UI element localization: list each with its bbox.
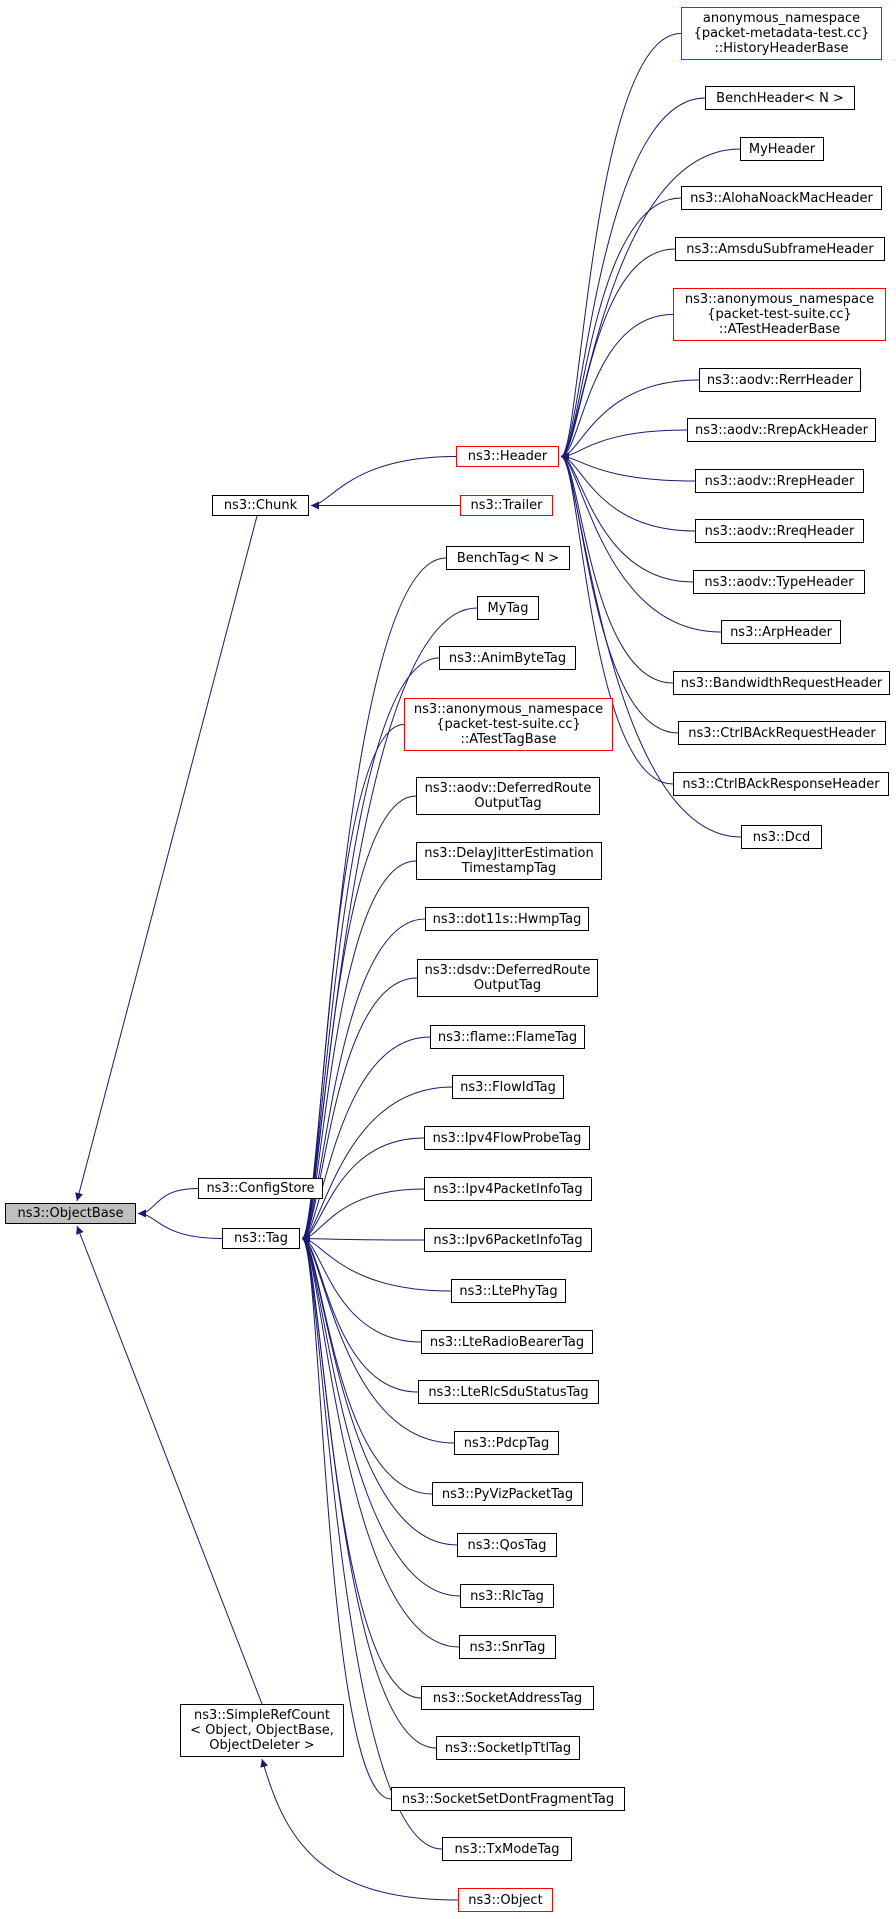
- edge-objectbase-simplerefcount: [76, 1225, 263, 1705]
- node-bandwidth-request-header[interactable]: ns3::BandwidthRequestHeader: [673, 671, 890, 695]
- edge-header-5: [560, 314, 674, 461]
- node-snr-tag[interactable]: ns3::SnrTag: [459, 1635, 556, 1659]
- node-flow-id-tag[interactable]: ns3::FlowIdTag: [452, 1075, 564, 1099]
- node-pyviz-packet-tag[interactable]: ns3::PyVizPacketTag: [432, 1482, 583, 1506]
- node-ctrl-back-response-header[interactable]: ns3::CtrlBAckResponseHeader: [673, 772, 889, 796]
- node-arp-header[interactable]: ns3::ArpHeader: [721, 620, 841, 644]
- node-ipv4-flow-probe-tag[interactable]: ns3::Ipv4FlowProbeTag: [424, 1126, 590, 1150]
- node-bench-header[interactable]: BenchHeader< N >: [705, 86, 855, 110]
- node-bench-tag[interactable]: BenchTag< N >: [446, 546, 570, 570]
- node-dot11s-hwmp-tag[interactable]: ns3::dot11s::HwmpTag: [425, 907, 589, 931]
- node-history-header-base[interactable]: anonymous_namespace {packet-metadata-tes…: [681, 7, 882, 60]
- edge-tag-5: [301, 860, 417, 1243]
- node-socket-address-tag[interactable]: ns3::SocketAddressTag: [421, 1686, 594, 1710]
- edge-simplerefcount-object: [260, 1758, 459, 1901]
- node-ipv6-packet-info-tag[interactable]: ns3::Ipv6PacketInfoTag: [424, 1228, 592, 1252]
- node-aodv-rrep-header[interactable]: ns3::aodv::RrepHeader: [695, 469, 864, 493]
- node-lte-phy-tag[interactable]: ns3::LtePhyTag: [451, 1279, 566, 1303]
- node-flame-flame-tag[interactable]: ns3::flame::FlameTag: [430, 1025, 585, 1049]
- node-dsdv-deferred-route-output-tag[interactable]: ns3::dsdv::DeferredRoute OutputTag: [417, 959, 598, 997]
- node-tag[interactable]: ns3::Tag: [222, 1228, 300, 1249]
- node-lte-rlc-sdu-status-tag[interactable]: ns3::LteRlcSduStatusTag: [418, 1380, 599, 1404]
- node-simple-ref-count[interactable]: ns3::SimpleRefCount < Object, ObjectBase…: [180, 1704, 344, 1757]
- node-rlc-tag[interactable]: ns3::RlcTag: [460, 1584, 554, 1608]
- node-ipv4-packet-info-tag[interactable]: ns3::Ipv4PacketInfoTag: [424, 1177, 592, 1201]
- edge-header-10: [560, 452, 694, 583]
- edge-header-15: [560, 452, 742, 838]
- node-dcd[interactable]: ns3::Dcd: [741, 825, 822, 849]
- node-socket-set-dont-fragment-tag[interactable]: ns3::SocketSetDontFragmentTag: [391, 1787, 625, 1811]
- node-object[interactable]: ns3::Object: [458, 1888, 553, 1912]
- node-header[interactable]: ns3::Header: [456, 446, 559, 467]
- edge-tag-22: [301, 1234, 437, 1749]
- node-aodv-deferred-route-output-tag[interactable]: ns3::aodv::DeferredRoute OutputTag: [416, 777, 600, 815]
- node-qos-tag[interactable]: ns3::QosTag: [457, 1533, 557, 1557]
- edge-tag-21: [301, 1234, 422, 1699]
- edge-tag-24: [301, 1234, 443, 1850]
- edge-header-13: [560, 452, 679, 734]
- node-object-base[interactable]: ns3::ObjectBase: [5, 1203, 136, 1224]
- node-anim-byte-tag[interactable]: ns3::AnimByteTag: [439, 646, 576, 670]
- node-config-store[interactable]: ns3::ConfigStore: [198, 1178, 323, 1199]
- edge-header-3: [560, 197, 682, 461]
- node-pdcp-tag[interactable]: ns3::PdcpTag: [454, 1431, 559, 1455]
- node-ctrl-back-request-header[interactable]: ns3::CtrlBAckRequestHeader: [678, 721, 886, 745]
- node-my-header[interactable]: MyHeader: [740, 137, 824, 161]
- edge-tag-0: [301, 557, 447, 1243]
- edge-tag-18: [301, 1234, 458, 1546]
- edge-header-6: [560, 379, 700, 461]
- edge-header-4: [560, 248, 676, 461]
- node-atest-header-base[interactable]: ns3::anonymous_namespace {packet-test-su…: [673, 288, 886, 341]
- node-aodv-type-header[interactable]: ns3::aodv::TypeHeader: [693, 570, 865, 594]
- edge-objectbase-tag: [137, 1209, 223, 1239]
- edge-tag-16: [301, 1234, 455, 1444]
- edge-tag-19: [301, 1234, 461, 1597]
- node-delay-jitter-estimation-timestamp-tag[interactable]: ns3::DelayJitterEstimation TimestampTag: [416, 842, 602, 880]
- edge-header-11: [560, 452, 722, 633]
- node-tx-mode-tag[interactable]: ns3::TxModeTag: [442, 1837, 572, 1861]
- edge-tag-14: [301, 1234, 422, 1343]
- node-aodv-rreq-header[interactable]: ns3::aodv::RreqHeader: [695, 519, 864, 543]
- edge-header-1: [560, 97, 706, 461]
- node-my-tag[interactable]: MyTag: [477, 596, 539, 620]
- edge-header-12: [560, 452, 674, 684]
- node-trailer[interactable]: ns3::Trailer: [460, 495, 553, 516]
- edge-tag-12: [301, 1234, 425, 1243]
- edge-tag-4: [301, 795, 417, 1243]
- node-lte-radio-bearer-tag[interactable]: ns3::LteRadioBearerTag: [421, 1330, 593, 1354]
- edge-tag-3: [301, 724, 405, 1243]
- edge-tag-8: [301, 1036, 431, 1243]
- edge-tag-9: [301, 1086, 453, 1243]
- edge-tag-20: [301, 1234, 460, 1648]
- edge-chunk-header: [310, 456, 457, 510]
- edge-header-8: [560, 452, 696, 482]
- node-aodv-rerr-header[interactable]: ns3::aodv::RerrHeader: [699, 368, 861, 392]
- edge-tag-15: [301, 1234, 419, 1393]
- edge-header-0: [560, 33, 682, 461]
- edge-objectbase-configstore: [137, 1188, 199, 1218]
- node-aodv-rrep-ack-header[interactable]: ns3::aodv::RrepAckHeader: [687, 418, 876, 442]
- node-atest-tag-base[interactable]: ns3::anonymous_namespace {packet-test-su…: [404, 698, 613, 751]
- node-amsdu-subframe-header[interactable]: ns3::AmsduSubframeHeader: [675, 237, 885, 261]
- node-chunk[interactable]: ns3::Chunk: [212, 495, 309, 516]
- edge-tag-10: [301, 1137, 425, 1243]
- edge-header-7: [560, 429, 688, 461]
- edge-tag-7: [301, 977, 418, 1243]
- edge-objectbase-chunk: [75, 515, 258, 1202]
- edge-tag-6: [301, 918, 426, 1243]
- node-socket-ip-ttl-tag[interactable]: ns3::SocketIpTtlTag: [436, 1736, 580, 1760]
- node-aloha-noack-mac-header[interactable]: ns3::AlohaNoackMacHeader: [681, 186, 882, 210]
